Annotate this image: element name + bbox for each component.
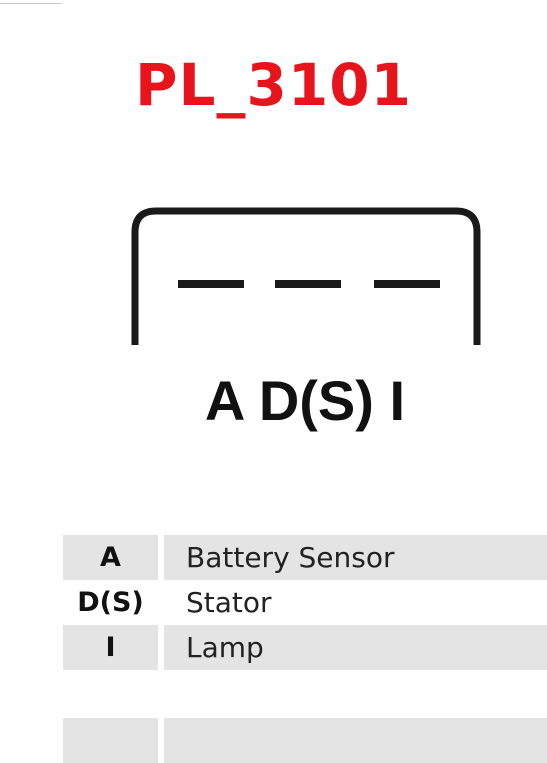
empty-cell bbox=[63, 718, 158, 763]
pin-description: Stator bbox=[186, 586, 272, 619]
pin-slot-ds bbox=[275, 280, 341, 288]
part-code-title: PL_3101 bbox=[135, 51, 412, 119]
pin-description: Battery Sensor bbox=[164, 535, 547, 580]
pin-code: I bbox=[63, 625, 158, 670]
legend-row: I Lamp bbox=[63, 625, 547, 670]
pin-description: Lamp bbox=[164, 625, 547, 670]
pin-labels: A D(S) I bbox=[204, 369, 406, 432]
empty-cell bbox=[164, 718, 547, 763]
legend-empty-row bbox=[63, 718, 547, 763]
corner-mark bbox=[0, 0, 62, 4]
connector-housing bbox=[131, 207, 481, 345]
legend-row: A Battery Sensor bbox=[63, 535, 547, 580]
pin-slot-i bbox=[374, 280, 440, 288]
pin-code: D(S) bbox=[77, 587, 144, 618]
pin-legend-table: A Battery Sensor D(S) Stator I Lamp bbox=[63, 535, 547, 763]
pin-code: A bbox=[63, 535, 158, 580]
legend-row: D(S) Stator bbox=[63, 580, 547, 625]
pin-slot-a bbox=[178, 280, 244, 288]
legend-spacer bbox=[63, 670, 547, 718]
connector-diagram bbox=[131, 207, 481, 345]
